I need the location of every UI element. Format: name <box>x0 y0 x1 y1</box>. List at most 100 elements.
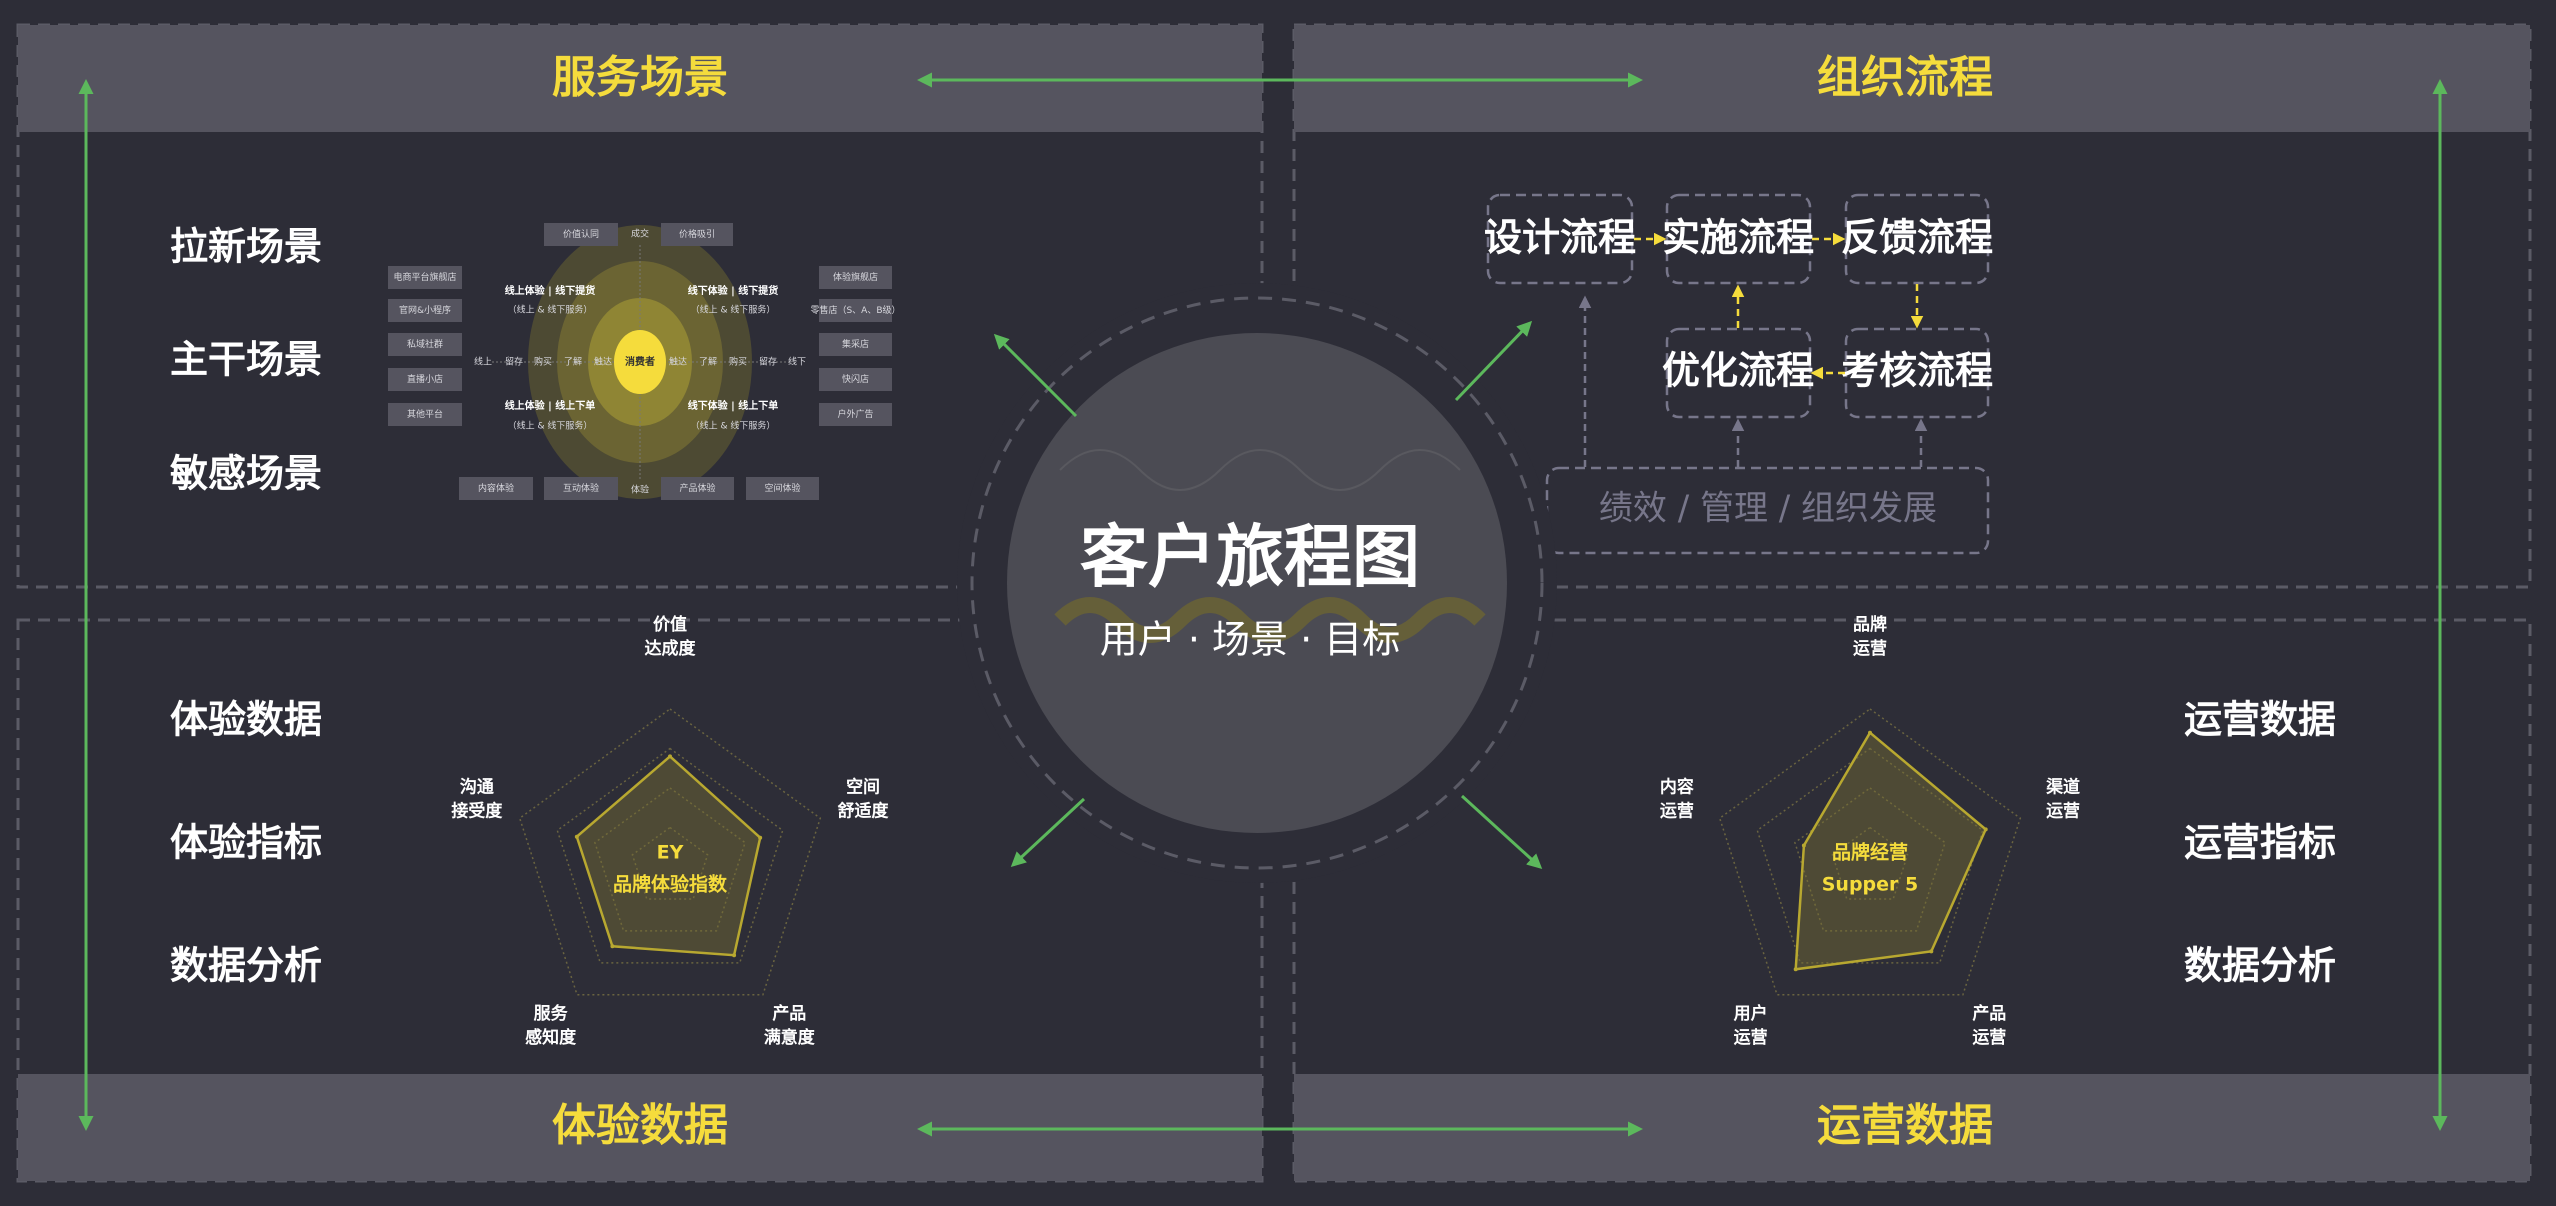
axis-right-label: 留存 <box>759 356 777 368</box>
channel-offline-3-label: 快闪店 <box>842 373 869 385</box>
label-data-analysis-right: 数据分析 <box>2184 944 2336 988</box>
radar-axis-label: 产品 <box>772 1003 806 1024</box>
radar-point <box>1793 967 1798 972</box>
channel-online-2 <box>388 333 462 356</box>
service-scene-diagram: 消费者 电商平台旗舰店体验旗舰店官网&小程序零售店（S、A、B级）私域社群集采店… <box>388 223 901 500</box>
radar-axis-label: 运营 <box>1972 1027 2006 1048</box>
channel-offline-2 <box>819 333 892 356</box>
radar-data-area <box>1794 730 1988 971</box>
radar-axis-label: 运营 <box>1734 1027 1768 1048</box>
radar-point <box>1868 730 1872 735</box>
top-box-value <box>544 223 618 246</box>
radar-axis-label: 接受度 <box>451 800 503 821</box>
channel-offline-0 <box>819 266 892 289</box>
title-org-process: 组织流程 <box>1817 52 1993 103</box>
top-box-price <box>661 223 733 246</box>
process-optimize: 优化流程 <box>1662 349 1814 393</box>
quad-sub-2: （线上 & 线下服务） <box>691 304 776 316</box>
quad-title-2: 线下体验 | 线下提货 <box>688 284 779 297</box>
channel-online-2-label: 私域社群 <box>407 338 443 350</box>
axis-left-label: 购买 <box>534 356 552 368</box>
radar-point <box>758 835 763 840</box>
process-assess: 考核流程 <box>1841 349 1993 393</box>
radar-axis-label: 服务 <box>534 1003 569 1024</box>
radar-data-area <box>575 754 762 957</box>
title-operation-data: 运营数据 <box>1817 1100 1993 1151</box>
radar-center-title: EY <box>657 842 684 864</box>
radar-axis-label: 感知度 <box>525 1027 577 1048</box>
core-label: 消费者 <box>625 355 655 368</box>
radar-center-title: 品牌经营 <box>1832 841 1908 864</box>
radar-center-title: 品牌体验指数 <box>613 873 728 896</box>
title-experience-data: 体验数据 <box>552 1100 728 1151</box>
label-operation-metrics: 运营指标 <box>2184 821 2336 865</box>
journey-map-circle <box>1007 333 1507 833</box>
process-box-feedback <box>1844 193 1990 285</box>
channel-online-3-label: 直播小店 <box>407 373 443 385</box>
bottom-box-interaction-label: 互动体验 <box>563 482 599 494</box>
radar-point <box>574 834 579 839</box>
radar-grid-level <box>556 747 784 964</box>
radar-point <box>732 953 737 958</box>
radar-charts: 价值达成度空间舒适度产品满意度服务感知度沟通接受度EY品牌体验指数品牌运营渠道运… <box>451 614 2080 1048</box>
connector-arrows <box>78 72 2448 1137</box>
channel-online-0 <box>388 266 462 289</box>
axis-right-label: 了解 <box>699 356 717 368</box>
channel-offline-4-label: 户外广告 <box>837 408 873 420</box>
quad-sub-1: （线上 & 线下服务） <box>508 304 593 316</box>
label-experience-metrics: 体验指标 <box>170 821 322 865</box>
center-journey-map: 客户旅程图 用户 · 场景 · 目标 <box>957 283 1557 883</box>
org-process-flow: 设计流程 实施流程 反馈流程 优化流程 考核流程 绩效 / 管理 / 组织发展 <box>1484 193 1993 555</box>
dashed-ring <box>970 296 1544 870</box>
channel-online-4 <box>388 403 462 426</box>
quad-sub-3: （线上 & 线下服务） <box>508 420 593 432</box>
foundation-label: 绩效 / 管理 / 组织发展 <box>1599 489 1937 529</box>
emotion-curve-decor <box>1054 597 1486 643</box>
axis-left-label: 触达 <box>594 356 612 368</box>
bottom-box-interaction <box>544 477 618 500</box>
bottom-box-product-label: 产品体验 <box>679 482 715 494</box>
channel-offline-1 <box>819 299 892 322</box>
radar-axis-label: 内容 <box>1660 776 1694 797</box>
axis-left-label: 了解 <box>564 356 582 368</box>
axis-left-label: 留存 <box>505 356 523 368</box>
arrow-to-bottom-right <box>1460 794 1543 870</box>
journey-line-decor <box>1059 449 1461 491</box>
radar-grid-level <box>594 787 746 932</box>
radar-axis-label: 用户 <box>1734 1003 1768 1024</box>
core-consumer <box>614 330 666 394</box>
center-title: 客户旅程图 <box>1080 519 1420 598</box>
radar-axis-label: 达成度 <box>645 638 697 659</box>
quad-title-4: 线下体验 | 线上下单 <box>688 399 779 412</box>
label-operation-data: 运营数据 <box>2184 698 2336 742</box>
arrow-to-bottom-left <box>1010 797 1086 868</box>
label-acquisition-scene: 拉新场景 <box>170 225 322 269</box>
radar-axis-label: 空间 <box>846 776 880 797</box>
channel-offline-3 <box>819 368 892 391</box>
radar-grid-level <box>1756 747 1984 964</box>
label-sensitive-scene: 敏感场景 <box>170 452 322 496</box>
process-feedback: 反馈流程 <box>1841 216 1993 260</box>
radar-point <box>1983 827 1988 832</box>
bottom-box-product <box>661 477 734 500</box>
label-experience-data: 体验数据 <box>170 698 322 742</box>
label-data-analysis-left: 数据分析 <box>170 944 322 988</box>
radar-grid-level <box>631 826 709 900</box>
radar-axis-label: 满意度 <box>764 1027 816 1048</box>
bottom-label-experience: 体验 <box>631 484 649 496</box>
radar-axis-label: 运营 <box>2046 800 2080 821</box>
radar-point <box>668 754 672 759</box>
channel-offline-0-label: 体验旗舰店 <box>833 271 878 283</box>
channel-online-3 <box>388 368 462 391</box>
process-box-design <box>1486 193 1634 285</box>
quad-sub-4: （线上 & 线下服务） <box>691 420 776 432</box>
channel-online-1-label: 官网&小程序 <box>399 304 451 316</box>
radar-point <box>1801 843 1806 848</box>
bottom-box-space-label: 空间体验 <box>764 482 800 494</box>
arrow-to-top-right <box>1454 320 1533 402</box>
bottom-box-content <box>459 477 533 500</box>
label-core-scene: 主干场景 <box>170 338 322 382</box>
